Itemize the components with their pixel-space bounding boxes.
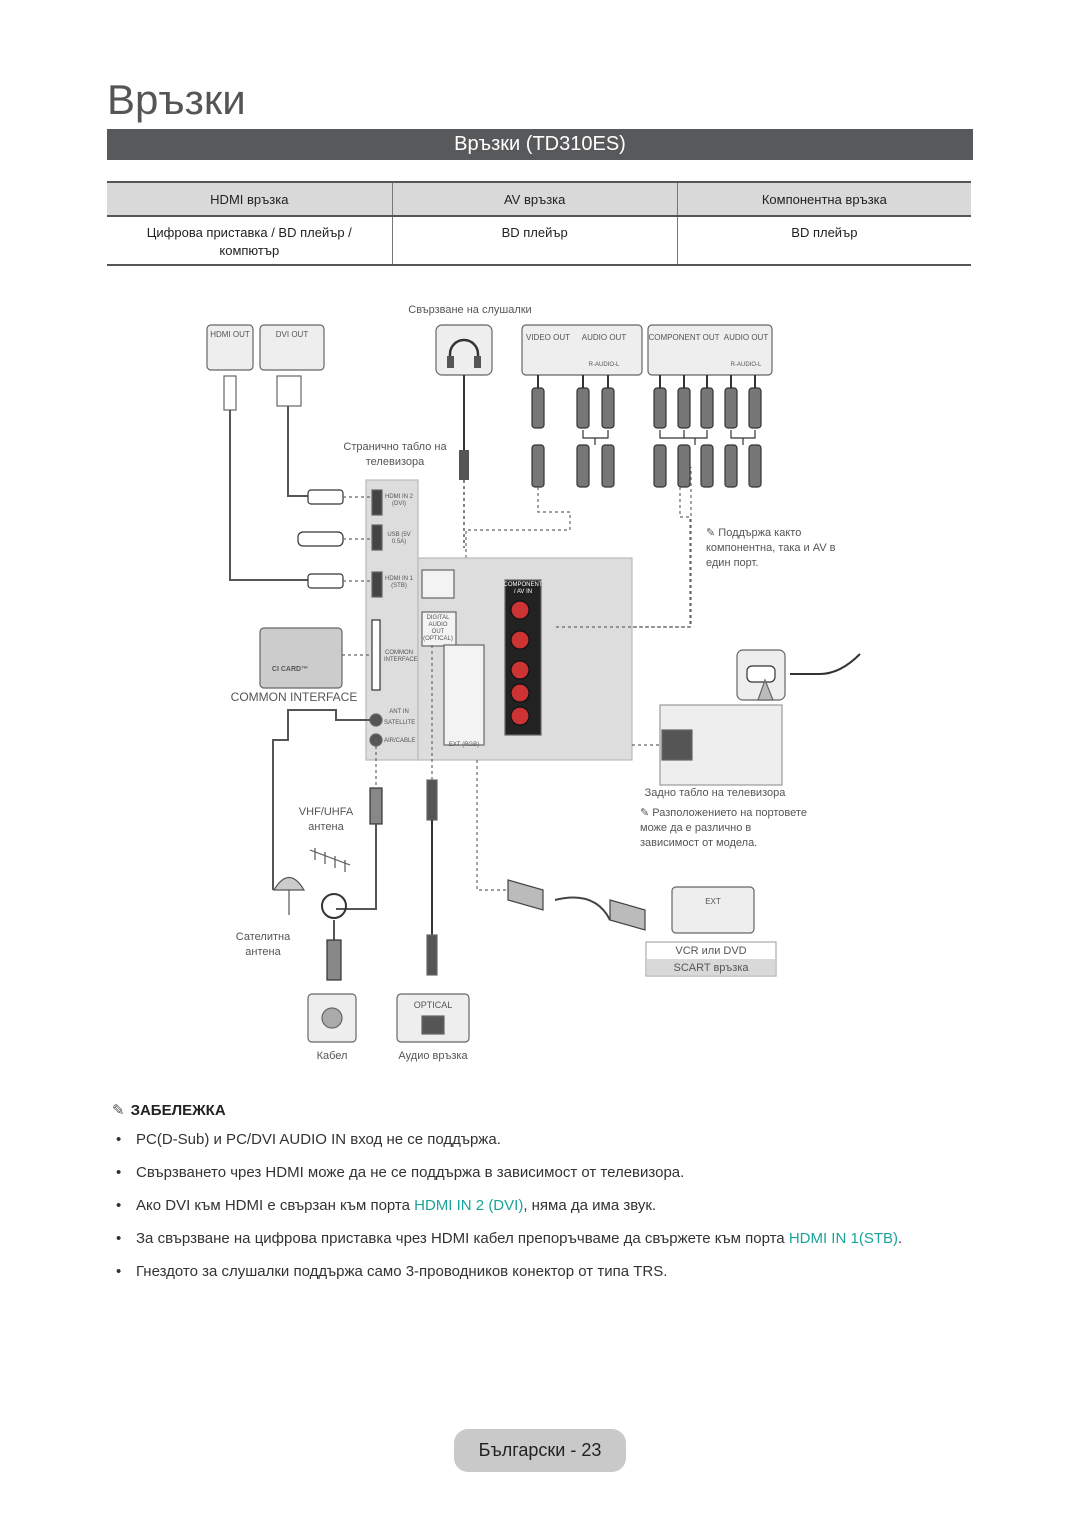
list-item: За свързване на цифрова приставка чрез H… xyxy=(112,1229,932,1249)
cell-av-devices: BD плейър xyxy=(391,216,678,266)
component-out-ports xyxy=(647,324,773,376)
note-text: PC(D-Sub) и PC/DVI AUDIO IN вход не се п… xyxy=(136,1131,501,1148)
port-highlight: HDMI IN 2 (DVI) xyxy=(414,1197,524,1214)
headphone-jack-box xyxy=(435,324,493,376)
audio-out2-label: AUDIO OUT xyxy=(723,333,769,342)
satellite-antenna-label: Сателитна антена xyxy=(235,931,291,958)
list-item: Свързването чрез HDMI може да не се подд… xyxy=(112,1163,932,1183)
ext-label: EXT xyxy=(705,897,721,906)
audio-out-label: AUDIO OUT xyxy=(581,333,627,342)
vcr-dvd-label: VCR или DVD xyxy=(675,945,747,957)
hdmi-out-port xyxy=(206,324,254,371)
hdmi-in1-label: HDMI IN 1 (STB) xyxy=(384,576,413,589)
r-audio-l2-label: R-AUDIO-L xyxy=(730,362,762,368)
component-note: ✎ Поддържа както компонентна, така и AV … xyxy=(706,527,836,569)
scart-label: SCART връзка xyxy=(673,962,749,974)
section-title: Връзки (TD310ES) xyxy=(107,129,973,160)
component-note-text: Поддържа както компонентна, така и AV в … xyxy=(706,527,836,569)
location-note-text: Разположението на портовете може да е ра… xyxy=(640,807,807,849)
hdmi-in2-label: HDMI IN 2 (DVI) xyxy=(384,494,413,507)
headphones-label: Свързване на слушалки xyxy=(408,304,532,316)
location-note: ✎ Разположението на портовете може да е … xyxy=(640,807,807,849)
port-highlight: HDMI IN 1(STB) xyxy=(788,1230,898,1247)
cable-label: Кабел xyxy=(316,1050,348,1062)
list-item: Ако DVI към HDMI е свързан към порта HDM… xyxy=(112,1196,932,1216)
list-item: PC(D-Sub) и PC/DVI AUDIO IN вход не се п… xyxy=(112,1130,932,1150)
ext-rgb-label: EXT (RGB) xyxy=(448,742,480,748)
digital-audio-out-label: DIGITAL AUDIO OUT (OPTICAL) xyxy=(423,615,453,642)
ci-card-label: CI CARD™ xyxy=(271,666,309,673)
video-out-label: VIDEO OUT xyxy=(525,333,570,342)
note-text: . xyxy=(897,1230,903,1247)
headphones-icon xyxy=(448,338,480,366)
r-audio-l-label: R-AUDIO-L xyxy=(588,362,620,368)
hdmi-out-label: HDMI OUT xyxy=(210,330,250,339)
cell-component-devices: BD плейър xyxy=(676,216,971,266)
dvi-out-port xyxy=(259,324,325,371)
optical-label: OPTICAL xyxy=(413,1000,453,1010)
page-title: Връзки xyxy=(107,76,246,123)
usb-label: USB (5V 0.5A) xyxy=(387,532,411,545)
header-av: AV връзка xyxy=(391,181,678,217)
note-text: , няма да има звук. xyxy=(523,1197,657,1214)
cell-hdmi-devices: Цифрова приставка / BD плейър / компютър xyxy=(107,216,393,266)
diagram-drawing xyxy=(206,324,861,1043)
common-interface-label: COMMON INTERFACE xyxy=(230,690,358,704)
list-item: Гнездото за слушалки поддържа само 3-про… xyxy=(112,1262,932,1282)
common-interface-port-label: COMMON INTERFACE xyxy=(384,650,418,663)
note-heading: ✎ ЗАБЕЛЕЖКА xyxy=(112,1101,226,1119)
page-number: Български - 23 xyxy=(454,1429,626,1472)
vhf-uhf-label: VHF/UHFA антена xyxy=(298,806,354,833)
ci-card xyxy=(259,627,343,689)
note-text: За свързване на цифрова приставка чрез H… xyxy=(136,1230,789,1247)
audio-link-label: Аудио връзка xyxy=(398,1050,468,1062)
header-hdmi: HDMI връзка xyxy=(107,181,393,217)
note-text: Ако DVI към HDMI е свързан към порта xyxy=(136,1197,415,1214)
note-heading-text: ЗАБЕЛЕЖКА xyxy=(130,1102,226,1119)
connection-diagram: HDMI OUT DVI OUT VIDEO OUT AUDIO OUT R-A… xyxy=(200,300,880,1070)
component-out-label: COMPONENT OUT xyxy=(648,333,720,342)
dvi-out-label: DVI OUT xyxy=(275,330,309,339)
satellite-label: SATELLITE xyxy=(384,720,416,726)
note-text: Свързването чрез HDMI може да не се подд… xyxy=(136,1164,685,1181)
component-av-in-label: COMPONENT / AV IN xyxy=(503,582,543,595)
connection-table: HDMI връзка AV връзка Компонентна връзка… xyxy=(107,181,971,266)
ant-in-label: ANT IN xyxy=(389,709,409,715)
notes-list: PC(D-Sub) и PC/DVI AUDIO IN вход не се п… xyxy=(112,1130,932,1295)
note-text: Гнездото за слушалки поддържа само 3-про… xyxy=(136,1263,668,1280)
rear-panel-label: Задно табло на телевизора xyxy=(644,787,786,799)
pencil-icon: ✎ xyxy=(112,1102,125,1119)
header-component: Компонентна връзка xyxy=(676,181,971,217)
side-panel-label: Странично табло на телевизора xyxy=(343,441,447,468)
usb-stick xyxy=(297,531,344,547)
air-cable-label: AIR/CABLE xyxy=(384,738,416,744)
ext-port xyxy=(671,886,755,934)
